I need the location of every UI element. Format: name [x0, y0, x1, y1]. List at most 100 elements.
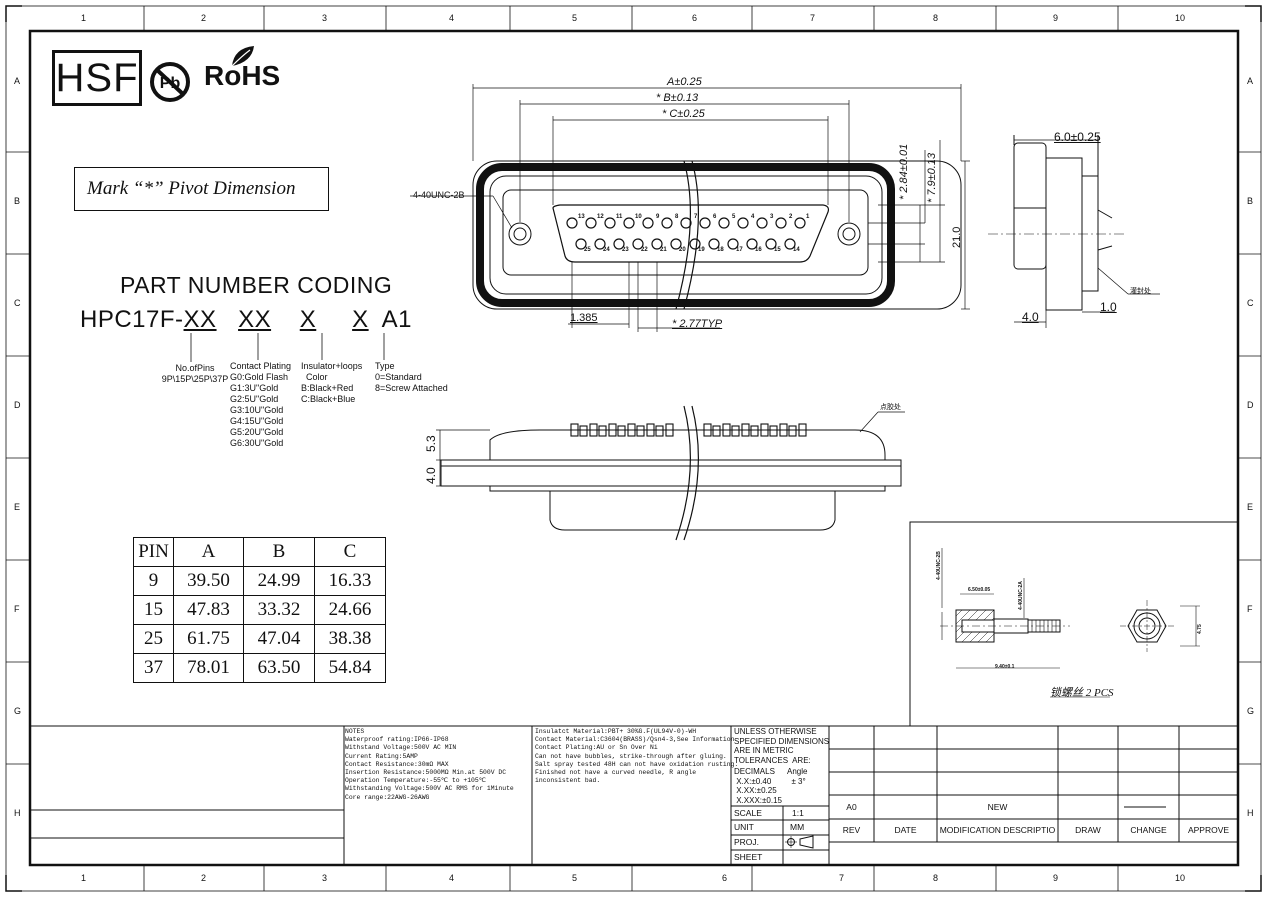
table-cell: 25: [133, 624, 174, 654]
table-cell: 9: [133, 566, 174, 596]
table-row: 9 39.50 24.99 16.33: [133, 566, 386, 596]
col-label: 5: [572, 873, 578, 883]
row-label: E: [1247, 502, 1254, 512]
screw-dim-475: 4.75: [1197, 624, 1203, 634]
pin-number: 15: [774, 247, 781, 253]
col-label: 8: [933, 13, 939, 23]
row-label: A: [14, 76, 21, 86]
pn-seg-pins: XX: [183, 306, 217, 333]
table-header: A: [173, 537, 244, 567]
pin-numbers-bottom: 25 24 23 22 21 20 19 18 17 16 15 14: [572, 247, 822, 259]
connector-front-view: [472, 160, 962, 310]
pin-number: 20: [679, 247, 686, 253]
row-label: D: [14, 400, 21, 410]
row-label: F: [1247, 604, 1253, 614]
pin-number: 13: [578, 214, 585, 220]
table-cell: 24.99: [243, 566, 315, 596]
col-label: 3: [322, 13, 328, 23]
col-label: 9: [1053, 13, 1059, 23]
row-label: D: [1247, 400, 1254, 410]
sheet-label: SHEET: [734, 852, 763, 862]
lead-free-icon: Pb: [150, 62, 190, 102]
pn-seg-plating: XX: [238, 306, 272, 333]
pin-number: 19: [698, 247, 705, 253]
col-label: 9: [1053, 873, 1059, 883]
col-label: 1: [81, 13, 87, 23]
col-label: 10: [1175, 873, 1186, 883]
row-label: C: [1247, 298, 1254, 308]
part-number-title: PART NUMBER CODING: [120, 272, 393, 298]
col-label: 4: [449, 873, 455, 883]
connector-bottom-view: [436, 405, 905, 541]
proj-label: PROJ.: [734, 837, 760, 847]
decimals-text: DECIMALS X.X:±0.40 X.XX:±0.25 X.XXX:±0.1…: [734, 767, 782, 805]
pin-number: 18: [717, 247, 724, 253]
pin-number: 6: [713, 214, 717, 220]
pin-number: 11: [616, 214, 623, 220]
table-cell: 33.32: [243, 595, 315, 625]
table-cell: 47.04: [243, 624, 315, 654]
screw-caption: 锁螺丝 2 PCS: [1050, 687, 1114, 699]
mod-value: NEW: [987, 802, 1008, 812]
table-header-row: PIN A B C: [133, 537, 386, 567]
pin-number: 12: [597, 214, 604, 220]
materials-text: Insulatct Material:PBT+ 30%G.F(UL94V-0)-…: [535, 728, 739, 785]
rev-header: REV: [842, 825, 861, 835]
table-cell: 24.66: [314, 595, 386, 625]
col-label: 6: [722, 873, 728, 883]
table-cell: 37: [133, 653, 174, 683]
row-label: C: [14, 298, 21, 308]
col-label: 8: [933, 873, 939, 883]
table-header: B: [243, 537, 315, 567]
pn-type-legend: Type 0=Standard 8=Screw Attached: [375, 361, 448, 393]
dim-b: * B±0.13: [656, 92, 699, 104]
pivot-dimension-note: Mark “*” Pivot Dimension: [74, 167, 329, 211]
pn-pins-legend: No.ofPins 9P\15P\25P\37P: [161, 363, 229, 384]
table-row: 25 61.75 47.04 38.38: [133, 624, 386, 654]
table-cell: 63.50: [243, 653, 315, 683]
rohs-logo: RoHS: [204, 60, 281, 91]
part-number-code: HPC17F-XX XX X X A1: [80, 306, 412, 334]
scale-value: 1:1: [792, 808, 804, 818]
dim-4: 4.0: [1022, 310, 1039, 324]
pin-number: 2: [789, 214, 793, 220]
pin-number: 14: [793, 247, 800, 253]
table-cell: 15: [133, 595, 174, 625]
table-cell: 78.01: [173, 653, 244, 683]
title-block: [30, 725, 1238, 865]
pin-number: 24: [603, 247, 610, 253]
col-label: 7: [810, 13, 816, 23]
pin-number: 4: [751, 214, 755, 220]
pin-number: 17: [736, 247, 743, 253]
pin-number: 23: [622, 247, 629, 253]
dim-1: 1.0: [1100, 300, 1117, 314]
col-label: 3: [322, 873, 328, 883]
approve-header: APPROVE: [1187, 825, 1230, 835]
table-cell: 39.50: [173, 566, 244, 596]
table-cell: 38.38: [314, 624, 386, 654]
col-label: 1: [81, 873, 87, 883]
row-label: A: [1247, 76, 1254, 86]
col-label: 5: [572, 13, 578, 23]
dim-c: * C±0.25: [662, 108, 705, 120]
scale-label: SCALE: [734, 808, 762, 818]
pins-bottom-row: [575, 238, 796, 250]
table-row: 15 47.83 33.32 24.66: [133, 595, 386, 625]
seal-note: 灌封处: [1130, 288, 1151, 295]
pn-seg-insulator: X: [299, 306, 317, 333]
pin-number: 21: [660, 247, 667, 253]
pin-number: 1: [806, 214, 810, 220]
col-label: 2: [201, 13, 207, 23]
pn-suffix: A1: [381, 306, 412, 333]
rev-value: A0: [846, 802, 857, 812]
table-cell: 47.83: [173, 595, 244, 625]
pn-seg-type: X: [352, 306, 369, 333]
screw-dim-650: 6.50±0.05: [968, 587, 991, 593]
screw-thread-b: 4-40UNC-2A: [1018, 581, 1024, 610]
pb-text: Pb: [160, 75, 181, 92]
screw-thread-a: 4-40UNC-2B: [936, 551, 942, 580]
unit-label: UNIT: [734, 822, 754, 832]
dim-79: * 7.9±0.13: [926, 152, 938, 203]
pin-number: 25: [584, 247, 591, 253]
pin-number: 8: [675, 214, 679, 220]
